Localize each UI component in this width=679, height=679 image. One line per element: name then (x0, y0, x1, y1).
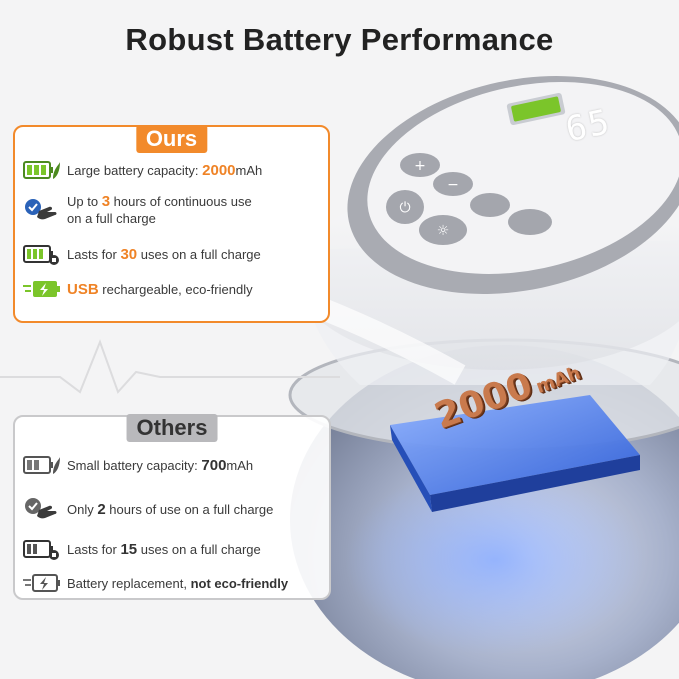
ours-hours-pre: Up to (67, 194, 102, 209)
pulse-line-decoration (0, 339, 340, 394)
others-panel: Others Small battery capacity: 700mAh On… (13, 414, 331, 600)
device-battery-indicator (506, 92, 566, 126)
ours-capacity-post: mAh (235, 162, 263, 178)
device-battery-block (390, 395, 640, 512)
ours-panel: Ours Large battery capacity: 2000mAh Up … (13, 125, 330, 323)
ours-usb-value: USB (67, 280, 99, 298)
hand-touch-icon (23, 494, 67, 524)
hand-touch-icon (23, 195, 67, 225)
others-label: Others (126, 414, 218, 442)
ours-hours-line2: on a full charge (67, 211, 156, 226)
battery-charging-icon (23, 568, 67, 598)
svg-text:+: + (414, 158, 426, 174)
others-capacity-post: mAh (226, 457, 254, 473)
ours-uses-value: 30 (120, 245, 138, 263)
device-buttons: + − ⏻ ☼ (386, 153, 552, 245)
others-uses-pre: Lasts for (67, 541, 121, 557)
others-replacement-value: not eco-friendly (190, 575, 289, 591)
ours-capacity-pre: Large battery capacity: (67, 162, 203, 178)
ours-item-uses: Lasts for 30 uses on a full charge (23, 239, 322, 269)
others-hours-value: 2 (97, 500, 106, 518)
battery-leaf-icon (23, 155, 67, 185)
ours-usb-post: rechargeable, eco-friendly (98, 281, 253, 297)
ours-hours-value: 3 (101, 193, 111, 210)
others-hours-post: hours of use on a full charge (105, 501, 274, 517)
ours-uses-pre: Lasts for (67, 246, 121, 262)
others-uses-post: uses on a full charge (137, 541, 261, 557)
ours-capacity-value: 2000 (202, 161, 236, 179)
svg-text:−: − (447, 177, 459, 193)
ours-item-capacity: Large battery capacity: 2000mAh (23, 155, 322, 185)
others-item-uses: Lasts for 15 uses on a full charge (23, 534, 323, 564)
svg-text:☼: ☼ (437, 223, 450, 239)
ours-item-hours: Up to 3 hours of continuous use on a full… (23, 193, 322, 227)
others-item-hours: Only 2 hours of use on a full charge (23, 494, 323, 524)
others-uses-value: 15 (120, 540, 138, 558)
ours-item-usb: USB rechargeable, eco-friendly (23, 274, 322, 304)
ours-label: Ours (135, 125, 208, 153)
page-title: Robust Battery Performance (125, 22, 554, 57)
others-item-capacity: Small battery capacity: 700mAh (23, 450, 323, 480)
ours-uses-post: uses on a full charge (137, 246, 261, 262)
battery-plug-icon (23, 534, 67, 564)
battery-charging-icon (23, 274, 67, 304)
others-capacity-value: 700 (201, 456, 227, 474)
others-hours-pre: Only (67, 501, 98, 517)
others-replacement-pre: Battery replacement, (67, 575, 191, 591)
battery-leaf-icon (23, 450, 67, 480)
ours-hours-post: hours of continuous use (110, 194, 252, 209)
battery-plug-icon (23, 239, 67, 269)
others-capacity-pre: Small battery capacity: (67, 457, 202, 473)
others-item-replacement: Battery replacement, not eco-friendly (23, 568, 323, 598)
svg-text:⏻: ⏻ (399, 200, 410, 216)
